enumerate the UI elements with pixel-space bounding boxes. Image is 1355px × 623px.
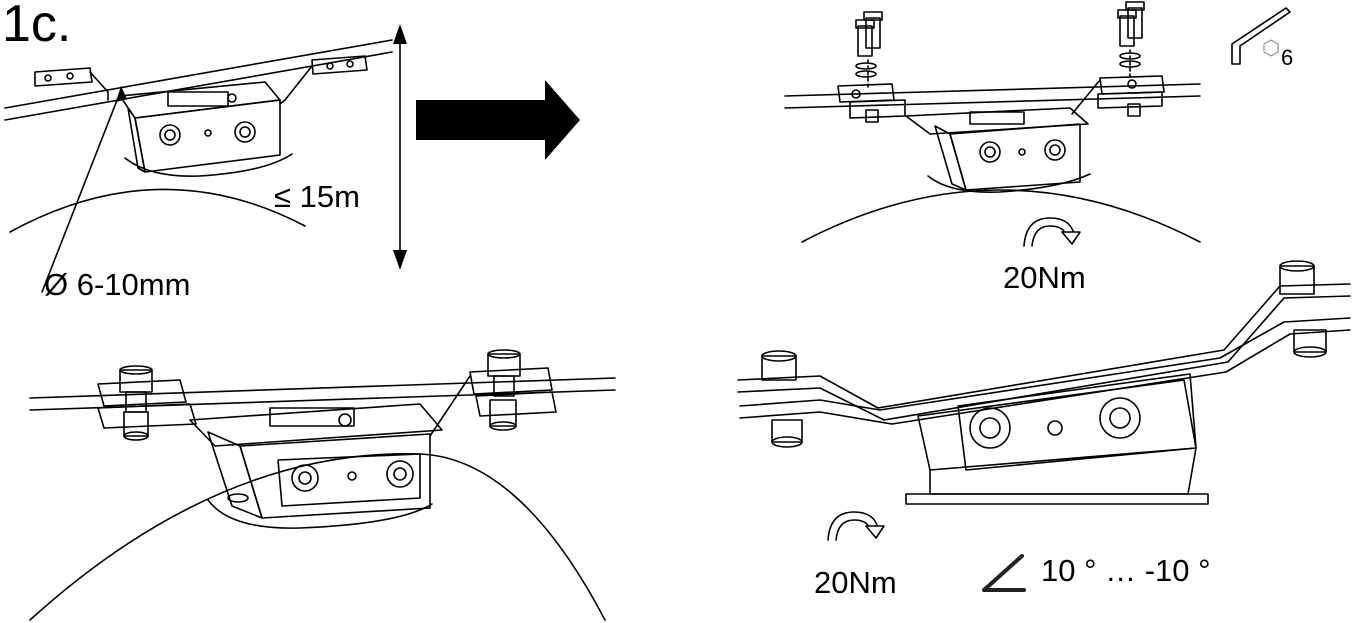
angle-icon <box>982 554 1026 592</box>
height-dimension-arrow <box>393 24 407 270</box>
panel-top-left-bracket <box>4 39 393 233</box>
torque-label-top: 20Nm <box>1003 260 1086 295</box>
panel-top-right-bracket <box>784 1 1201 243</box>
rotate-clockwise-icon <box>1023 217 1081 247</box>
right-arrow-icon <box>416 80 580 160</box>
step-label: 1c. <box>2 0 72 53</box>
hex-key-icon <box>1231 7 1291 65</box>
tilt-range-label: 10 ° … -10 ° <box>1041 553 1211 588</box>
panel-bottom-right-bracket <box>737 260 1351 505</box>
panel-bottom-left-bracket <box>29 349 616 621</box>
torque-label-bottom: 20Nm <box>814 565 897 600</box>
rotate-clockwise-icon <box>827 511 885 541</box>
max-height-label: ≤ 15m <box>274 179 360 214</box>
hex-key-size-label: 6 <box>1281 45 1294 70</box>
diameter-leader-arrowhead <box>116 86 127 102</box>
cable-diameter-label: Ø 6-10mm <box>44 267 191 302</box>
diameter-leader-line <box>41 89 122 293</box>
